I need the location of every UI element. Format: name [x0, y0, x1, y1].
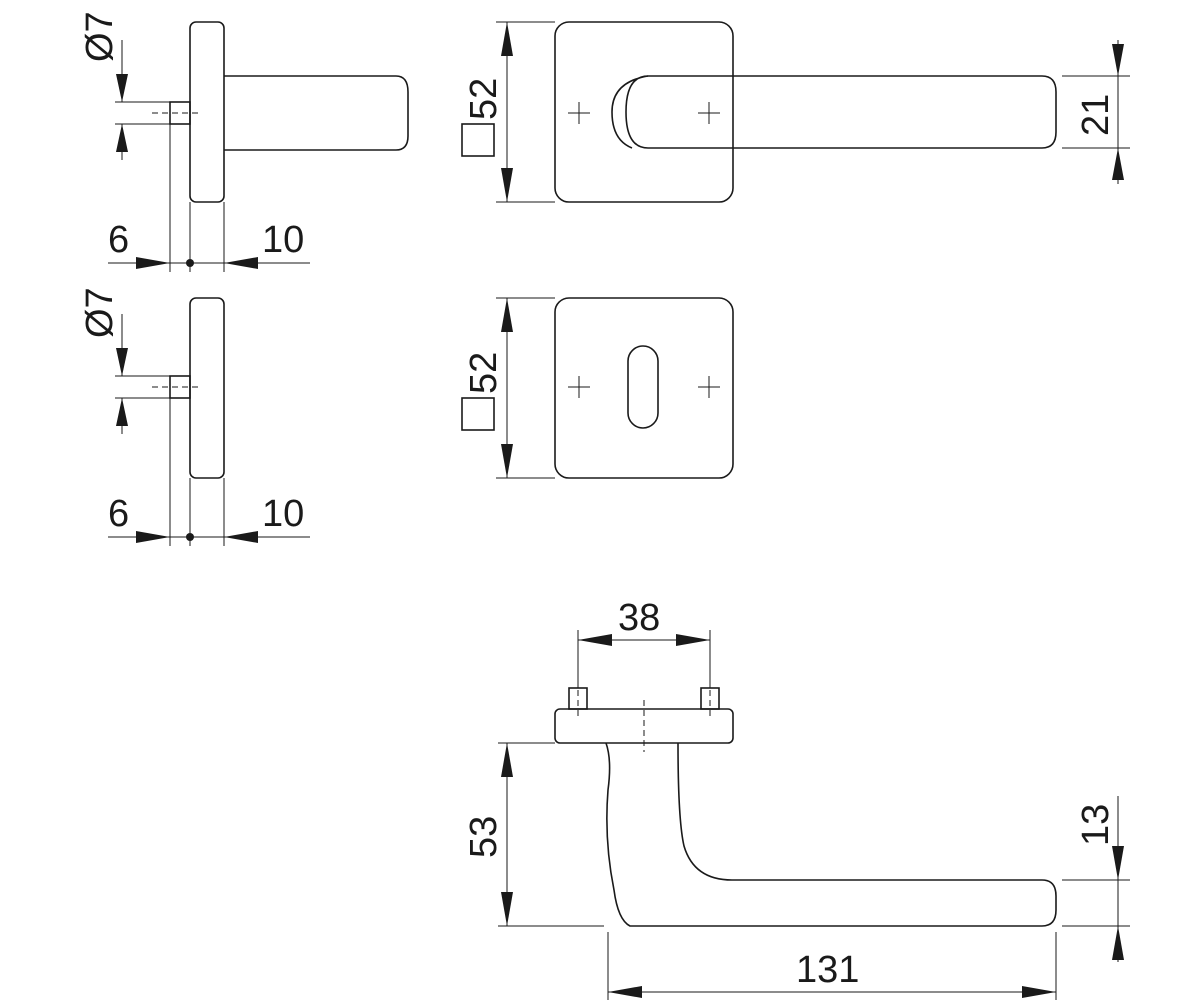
dim-arrow [608, 986, 642, 998]
dim-label-right: 10 [262, 219, 304, 261]
screw-mark [698, 376, 720, 398]
lever-front [625, 75, 1057, 149]
dim-label-diameter: Ø7 [79, 287, 121, 338]
dim-arrow [578, 634, 612, 646]
spindle-side [169, 101, 191, 125]
spindle-side [169, 375, 191, 399]
dim-arrow [224, 257, 258, 269]
dim-arrow [1112, 846, 1124, 880]
dim-arrow [501, 892, 513, 926]
lever-side-profile [224, 75, 409, 151]
dim-label-rose-size: 52 [463, 352, 505, 394]
dim-label-pin-spacing: 38 [618, 597, 660, 639]
dim-dot [186, 533, 194, 541]
dim-arrow [1112, 926, 1124, 960]
side-view-handle-rose: Ø7 6 10 [79, 11, 409, 272]
dim-label-right: 10 [262, 493, 304, 535]
dim-label-diameter: Ø7 [79, 11, 121, 62]
screw-mark [568, 102, 590, 124]
dim-label-lever-length: 131 [796, 949, 859, 991]
dim-arrow [1112, 44, 1124, 76]
lever-top-outline [605, 742, 1057, 927]
dim-label-lever-height: 21 [1075, 94, 1117, 136]
dim-arrow [501, 444, 513, 478]
dim-arrow [501, 743, 513, 777]
dim-arrow [116, 348, 128, 376]
dim-arrow [501, 168, 513, 202]
square-rose [554, 297, 734, 479]
dim-label-left: 6 [108, 493, 129, 535]
dim-arrow [116, 398, 128, 426]
rose-side-profile [189, 297, 225, 479]
dim-arrow [501, 22, 513, 56]
keyhole-slot [627, 345, 659, 429]
dim-arrow [676, 634, 710, 646]
screw-mark [698, 102, 720, 124]
dim-arrow [136, 531, 170, 543]
dim-label-rose-size: 52 [463, 78, 505, 120]
top-view-lever: 38 53 13 131 [463, 597, 1130, 1000]
screw-mark [568, 376, 590, 398]
dim-arrow [116, 74, 128, 102]
dim-dot [186, 259, 194, 267]
dim-arrow [224, 531, 258, 543]
dim-label-projection: 53 [463, 816, 505, 858]
rose-side-profile [189, 21, 225, 203]
lever-neck [611, 75, 649, 149]
dim-label-left: 6 [108, 219, 129, 261]
dim-arrow [1022, 986, 1056, 998]
front-view-handle-rose: 52 21 [461, 21, 1130, 203]
square-rose [554, 21, 734, 203]
side-view-key-rose: Ø7 6 10 [79, 287, 310, 546]
square-symbol [461, 123, 495, 157]
dim-arrow [116, 124, 128, 152]
dim-label-lever-thickness: 13 [1075, 804, 1117, 846]
dim-arrow [501, 298, 513, 332]
front-view-key-rose: 52 [461, 297, 734, 479]
dim-arrow [136, 257, 170, 269]
dim-arrow [1112, 148, 1124, 180]
square-symbol [461, 397, 495, 431]
